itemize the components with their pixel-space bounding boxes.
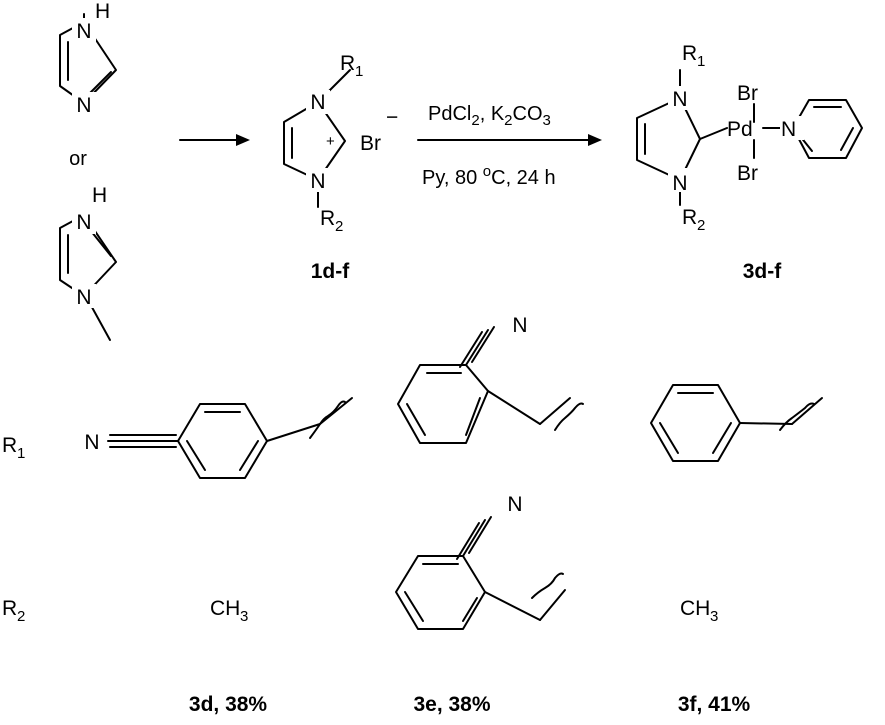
substituent-benzyl xyxy=(650,384,823,462)
methyl-3d: CH 3 xyxy=(210,597,248,625)
atom-label: N xyxy=(672,88,687,111)
svg-text:R: R xyxy=(2,434,17,457)
or-text: or xyxy=(69,148,87,170)
methylimidazole: N N H xyxy=(59,184,117,341)
atom-label: N xyxy=(76,286,91,309)
nitrogen-label: N xyxy=(507,493,522,516)
atom-label: N xyxy=(310,91,325,114)
svg-text:CH: CH xyxy=(680,597,710,620)
product-label-3e: 3e, 38% xyxy=(413,693,490,716)
svg-text:3: 3 xyxy=(240,608,248,625)
svg-text:R: R xyxy=(682,42,697,65)
atom-label: H xyxy=(92,184,107,207)
svg-text:1: 1 xyxy=(355,63,363,80)
svg-text:R: R xyxy=(340,52,355,75)
reaction-arrow-1 xyxy=(179,134,250,146)
svg-text:CH: CH xyxy=(210,597,240,620)
conditions-temperature-time: Py, 80 oC, 24 h xyxy=(422,163,556,189)
reaction-arrow-2 xyxy=(417,134,602,146)
palladium-label: Pd xyxy=(727,118,753,141)
r2-label: R 2 xyxy=(682,206,705,234)
r1-row-label: R 1 xyxy=(2,434,25,462)
svg-text:2: 2 xyxy=(17,608,25,625)
nitrogen-label: N xyxy=(512,314,527,337)
bromine-label: Br xyxy=(737,82,758,105)
svg-text:2: 2 xyxy=(697,217,705,234)
atom-label: N xyxy=(76,211,91,234)
product-label-3d: 3d, 38% xyxy=(189,693,268,716)
svg-text:R: R xyxy=(682,206,697,229)
compound-label-salt: 1d-f xyxy=(311,260,351,283)
pd-complex: N N Pd N Br Br R 1 R 2 xyxy=(636,42,863,234)
bromide-label: Br xyxy=(360,132,381,155)
svg-text:1: 1 xyxy=(697,53,705,70)
atom-label: H xyxy=(95,0,110,23)
methyl-3f: CH 3 xyxy=(680,597,718,625)
svg-text:1: 1 xyxy=(17,445,25,462)
svg-text:R: R xyxy=(2,597,17,620)
substituent-2-cyanobenzyl-r2: N xyxy=(395,491,566,630)
imidazole: N N H xyxy=(59,0,117,117)
r2-label: R 2 xyxy=(320,207,343,235)
conditions-reagents: PdCl2, K2CO3 xyxy=(428,103,551,129)
compound-label-complex: 3d-f xyxy=(743,260,783,283)
substituent-4-cyanobenzyl: N xyxy=(80,397,353,479)
r2-row-label: R 2 xyxy=(2,597,25,625)
r1-label: R 1 xyxy=(340,52,363,80)
bromine-label: Br xyxy=(737,162,758,185)
atom-label: N xyxy=(76,20,91,43)
svg-text:2: 2 xyxy=(335,218,343,235)
atom-label: N xyxy=(76,94,91,117)
imidazolium-salt: N N + Br − R 1 R 2 xyxy=(283,52,398,235)
atom-label: N xyxy=(310,170,325,193)
minus-charge: − xyxy=(386,106,398,129)
atom-label: N xyxy=(781,118,796,141)
substituent-2-cyanobenzyl-r1: N xyxy=(397,312,584,444)
nitrogen-label: N xyxy=(84,431,99,454)
svg-text:R: R xyxy=(320,207,335,230)
plus-charge: + xyxy=(326,133,335,150)
product-label-3f: 3f, 41% xyxy=(678,693,751,716)
atom-label: N xyxy=(672,172,687,195)
r1-label: R 1 xyxy=(682,42,705,70)
svg-text:3: 3 xyxy=(710,608,718,625)
